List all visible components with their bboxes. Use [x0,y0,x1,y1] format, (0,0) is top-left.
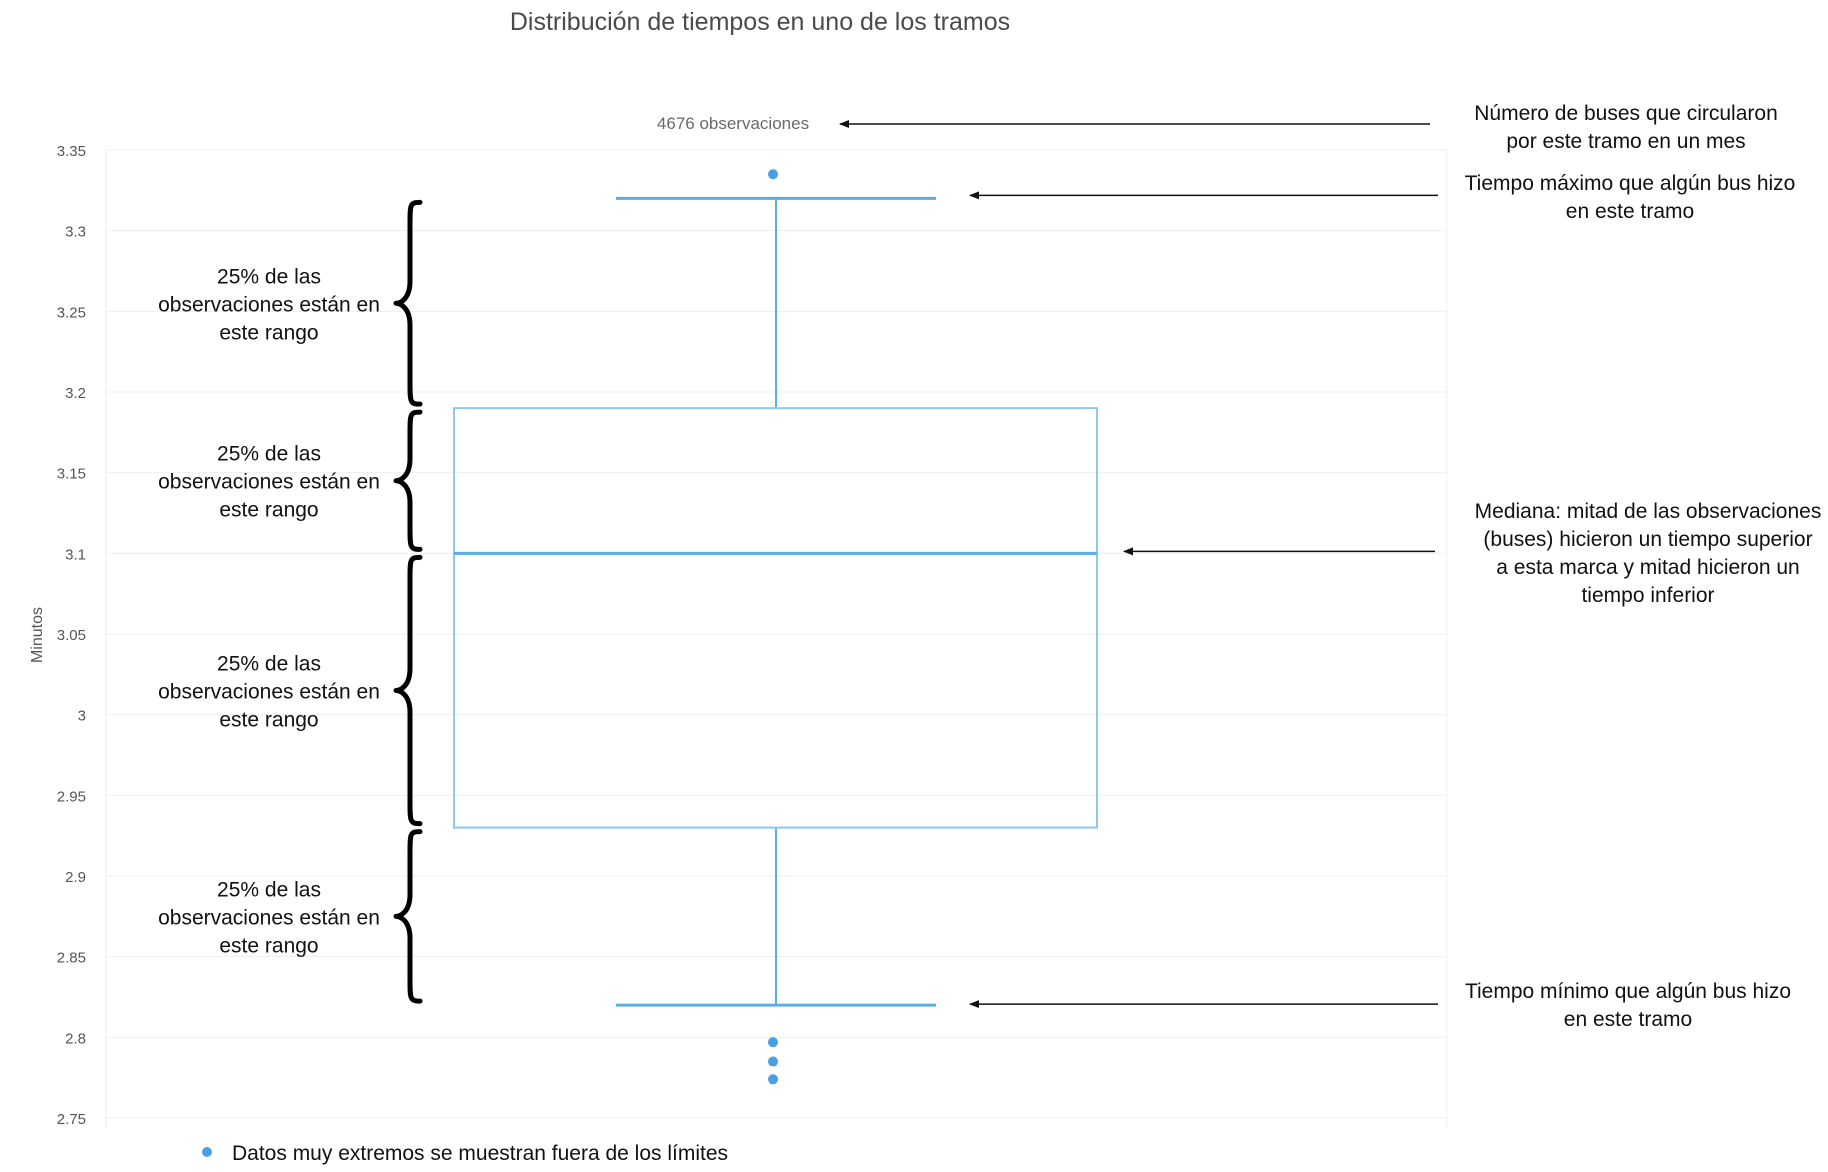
outlier-point [768,169,778,180]
range-note-line: 25% de las [217,265,321,288]
range-note: 25% de las observaciones están en este ran… [158,443,380,522]
range-note-line: este rango [219,934,318,957]
outlier-point [768,1037,778,1048]
range-note-line: observaciones están en [158,471,380,494]
y-tick-label: 3.25 [57,304,86,321]
y-axis-label: Minutos [29,607,46,663]
range-note: 25% de las observaciones están en este ran… [158,652,380,731]
quartile-braces [393,199,423,1004]
y-tick-label: 3.15 [57,466,86,483]
y-tick-label: 2.95 [57,788,86,805]
annotation-arrows [839,120,1438,1009]
y-tick-label: 3 [78,708,86,725]
legend-label: Datos muy extremos se muestran fuera de … [232,1142,728,1165]
range-note-line: este rango [219,499,318,522]
brace [393,554,423,827]
range-note-line: observaciones están en [158,680,380,703]
brace [393,829,423,1004]
min-note-line: Tiempo mínimo que algún bus hizo [1465,980,1791,1003]
y-axis-ticks: 2.75 2.8 2.85 2.9 2.95 3 3.05 3.1 3.15 3.2 3.25 3.3… [57,143,86,1128]
range-note-line: este rango [219,708,318,731]
y-tick-label: 2.9 [65,869,86,886]
range-note-line: 25% de las [217,652,321,675]
observations-note-line: por este tramo en un mes [1506,130,1745,153]
observations-note: Número de buses que circularon por este t… [1474,102,1778,153]
observations-count: 4676 observaciones [657,114,809,133]
min-note-line: en este tramo [1564,1008,1692,1031]
max-note-line: en este tramo [1566,200,1694,223]
range-note-line: observaciones están en [158,293,380,316]
outlier-point [768,1074,778,1085]
y-tick-label: 2.8 [65,1030,86,1047]
interquartile-box [453,407,1098,829]
y-tick-label: 3.2 [65,385,86,402]
range-note: 25% de las observaciones están en este ran… [158,878,380,957]
y-tick-label: 2.85 [57,950,86,967]
outliers [768,169,778,1085]
y-tick-label: 2.75 [57,1111,86,1128]
median-note-line: a esta marca y mitad hicieron un [1496,556,1799,579]
range-note-line: observaciones están en [158,906,380,929]
legend-outlier-marker [202,1147,212,1157]
median-note: Mediana: mitad de las observaciones (buse… [1475,500,1822,607]
median-note-line: tiempo inferior [1581,584,1714,607]
max-note-line: Tiempo máximo que algún bus hizo [1465,172,1796,195]
chart-title: Distribución de tiempos en uno de los tr… [510,8,1010,36]
range-note: 25% de las observaciones están en este ran… [158,265,380,344]
max-note: Tiempo máximo que algún bus hizo en este … [1465,172,1796,223]
median-note-line: (buses) hicieron un tiempo superior [1483,528,1812,551]
annotations: 25% de las observaciones están en este ran… [158,102,1821,1031]
brace [393,409,423,552]
range-note-line: este rango [219,321,318,344]
y-tick-label: 3.3 [65,224,86,241]
range-note-line: 25% de las [217,443,321,466]
y-tick-label: 3.35 [57,143,86,160]
median-note-line: Mediana: mitad de las observaciones [1475,500,1822,523]
grid [105,149,1448,1128]
box-plot [453,196,1098,1007]
outlier-point [768,1056,778,1067]
y-tick-label: 3.05 [57,627,86,644]
min-note: Tiempo mínimo que algún bus hizo en este … [1465,980,1791,1031]
y-tick-label: 3.1 [65,546,86,563]
observations-note-line: Número de buses que circularon [1474,102,1778,125]
range-note-line: 25% de las [217,878,321,901]
legend: Datos muy extremos se muestran fuera de … [202,1142,728,1165]
brace [393,199,423,407]
